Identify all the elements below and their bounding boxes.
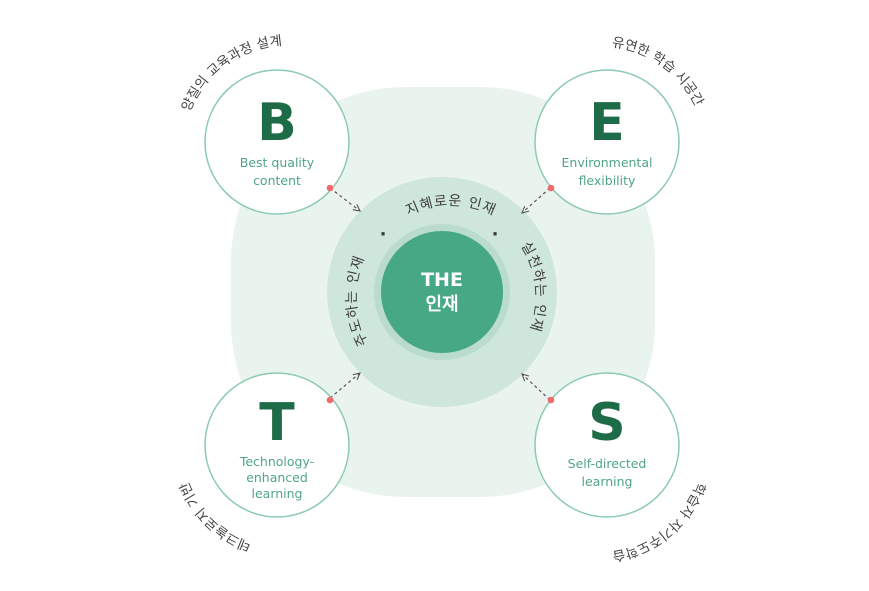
node-label-line: flexibility — [579, 173, 636, 188]
node-label-line: enhanced — [246, 470, 308, 485]
center-circle — [381, 231, 503, 353]
node-label-line: learning — [252, 486, 303, 501]
arrow-b — [329, 187, 360, 211]
arrow-e — [522, 187, 551, 213]
node-letter: T — [259, 393, 295, 453]
node-circle — [534, 69, 680, 215]
node-best-quality: B Best quality content 양질의 교육과정 설계 — [179, 33, 350, 215]
ring-dot-left: · — [380, 224, 387, 245]
node-circle — [534, 372, 680, 518]
node-circle — [204, 372, 350, 518]
node-label-line: Self-directed — [568, 456, 647, 471]
ring-dot-right: · — [492, 224, 499, 245]
node-environmental-flexibility: E Environmental flexibility 유연한 학습 시공간 — [534, 35, 707, 215]
node-label-line: Best quality — [240, 155, 315, 170]
accent-dot — [547, 184, 555, 192]
node-self-directed: S Self-directed learning 학습자 자기주도학습 — [534, 372, 708, 564]
center-title-line2: 인재 — [425, 294, 458, 315]
node-letter: E — [589, 93, 625, 153]
arrow-t — [329, 373, 360, 399]
node-label-line: Technology- — [239, 454, 314, 469]
node-label-line: learning — [582, 474, 633, 489]
node-letter: S — [588, 393, 625, 453]
accent-dot — [326, 184, 334, 192]
center-title-line1: THE — [421, 269, 463, 291]
node-label-line: Environmental — [562, 155, 653, 170]
node-circle — [204, 69, 350, 215]
accent-dot — [547, 396, 555, 404]
node-technology-enhanced: T Technology- enhanced learning 테크놀로지 기반 — [177, 372, 350, 554]
node-letter: B — [257, 93, 297, 153]
node-label-line: content — [253, 173, 301, 188]
arrow-s — [522, 374, 551, 401]
accent-dot — [326, 396, 334, 404]
